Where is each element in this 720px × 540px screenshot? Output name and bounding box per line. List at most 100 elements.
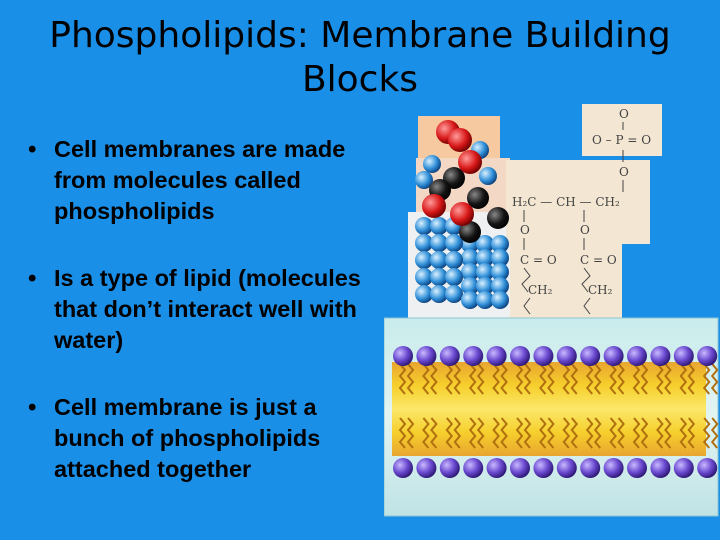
upper-tail xyxy=(617,363,625,395)
phospholipid-figure: O O – P = O O H₂C — CH — CH₂ O O C = O C… xyxy=(384,104,719,517)
lower-tail xyxy=(687,417,696,449)
upper-tail xyxy=(468,363,477,395)
lower-tail xyxy=(702,417,711,449)
lower-tail xyxy=(445,417,454,449)
upper-head xyxy=(486,346,507,366)
lower-tail xyxy=(453,417,462,449)
ester-right-label: C = O xyxy=(580,253,617,267)
lower-head xyxy=(556,458,577,478)
glycerol-backbone-label: H₂C — CH — CH₂ xyxy=(512,195,620,209)
upper-tail xyxy=(632,363,641,395)
lower-tail xyxy=(632,417,641,449)
hydrogen-atom xyxy=(445,251,463,269)
oxygen-top-label: O xyxy=(619,107,629,121)
upper-head xyxy=(439,346,460,366)
hydrogen-atom xyxy=(430,251,448,269)
upper-head xyxy=(556,346,577,366)
hydrogen-atom xyxy=(491,277,509,295)
upper-tail xyxy=(609,363,617,395)
upper-head xyxy=(393,346,413,366)
hydrogen-atom xyxy=(415,234,433,252)
upper-tail xyxy=(547,363,555,395)
upper-tail xyxy=(585,363,594,395)
lower-tail xyxy=(406,417,415,449)
upper-head xyxy=(510,346,530,366)
bullet-text: Cell membrane is just a bunch of phospho… xyxy=(54,394,321,482)
lower-head xyxy=(486,458,507,478)
lower-tail xyxy=(664,417,672,449)
upper-tail xyxy=(492,363,500,395)
hydrogen-atom xyxy=(461,249,479,267)
upper-head xyxy=(603,346,624,366)
methylene-right-label: CH₂ xyxy=(588,283,613,297)
bullet-item: • Cell membranes are made from molecules… xyxy=(28,134,388,227)
oxygen-atom xyxy=(450,202,474,226)
ester-left-label: C = O xyxy=(520,253,557,267)
upper-tail xyxy=(687,363,696,395)
hydrogen-atom xyxy=(445,285,463,303)
oxygen-atom xyxy=(448,128,472,152)
lipid-bilayer-diagram xyxy=(384,317,719,517)
hydrogen-atom xyxy=(445,268,463,286)
lower-head xyxy=(603,458,624,478)
bullet-dot-icon: • xyxy=(28,136,37,163)
oxygen-atom xyxy=(422,194,446,218)
hydrogen-atom xyxy=(430,217,448,235)
oxygen-right-label: O xyxy=(580,223,590,237)
lower-tail xyxy=(547,417,555,449)
lipid-tails xyxy=(398,363,719,449)
lower-tail xyxy=(593,417,602,449)
bullet-text: Cell membranes are made from molecules c… xyxy=(54,136,346,224)
upper-tail xyxy=(515,363,524,395)
tail-paper xyxy=(510,244,622,320)
upper-tail xyxy=(664,363,672,395)
hydrogen-atom xyxy=(461,263,479,281)
upper-tail xyxy=(453,363,462,395)
upper-tail xyxy=(445,363,454,395)
lower-tail xyxy=(430,417,438,449)
structure-paper xyxy=(506,160,650,244)
bullet-list: • Cell membranes are made from molecules… xyxy=(28,134,388,485)
lower-tail xyxy=(609,417,617,449)
hydrogen-atom xyxy=(415,285,433,303)
oxygen-left-label: O xyxy=(520,223,530,237)
hydrogen-atom xyxy=(415,268,433,286)
lower-head xyxy=(510,458,530,478)
bullet-dot-icon: • xyxy=(28,265,37,292)
lower-tail xyxy=(570,417,579,449)
space-filling-model xyxy=(415,120,509,309)
lower-head xyxy=(439,458,460,478)
lower-head xyxy=(580,458,601,478)
lower-tail xyxy=(468,417,477,449)
hydrogen-atom xyxy=(415,171,433,189)
hydrogen-atom xyxy=(476,291,494,309)
lower-tail xyxy=(710,417,719,449)
lower-head xyxy=(697,458,718,478)
hydrogen-atom xyxy=(430,285,448,303)
upper-head xyxy=(627,346,647,366)
upper-tail xyxy=(562,363,571,395)
lower-tail xyxy=(398,417,407,449)
methylene-left-label: CH₂ xyxy=(528,283,553,297)
lower-tail xyxy=(562,417,571,449)
title-line-1: Phospholipids: Membrane Building xyxy=(49,15,671,56)
hydrogen-atom xyxy=(479,167,497,185)
bullet-item: • Is a type of lipid (molecules that don… xyxy=(28,263,388,356)
bullet-item: • Cell membrane is just a bunch of phosp… xyxy=(28,392,388,485)
hydrogen-atom xyxy=(461,291,479,309)
structural-formula: O O – P = O O H₂C — CH — CH₂ O O C = O C… xyxy=(512,107,651,315)
hydrogen-atom xyxy=(491,263,509,281)
lower-head xyxy=(463,458,484,478)
lipid-heads xyxy=(393,346,718,478)
upper-head xyxy=(673,346,694,366)
lower-tail xyxy=(523,417,532,449)
upper-tail xyxy=(656,363,664,395)
upper-tail xyxy=(702,363,711,395)
upper-head xyxy=(650,346,671,366)
carbon-atom xyxy=(467,187,489,209)
upper-tail xyxy=(710,363,719,395)
upper-tail xyxy=(593,363,602,395)
hydrogen-atom xyxy=(491,235,509,253)
upper-tail xyxy=(476,363,485,395)
upper-tail xyxy=(523,363,532,395)
